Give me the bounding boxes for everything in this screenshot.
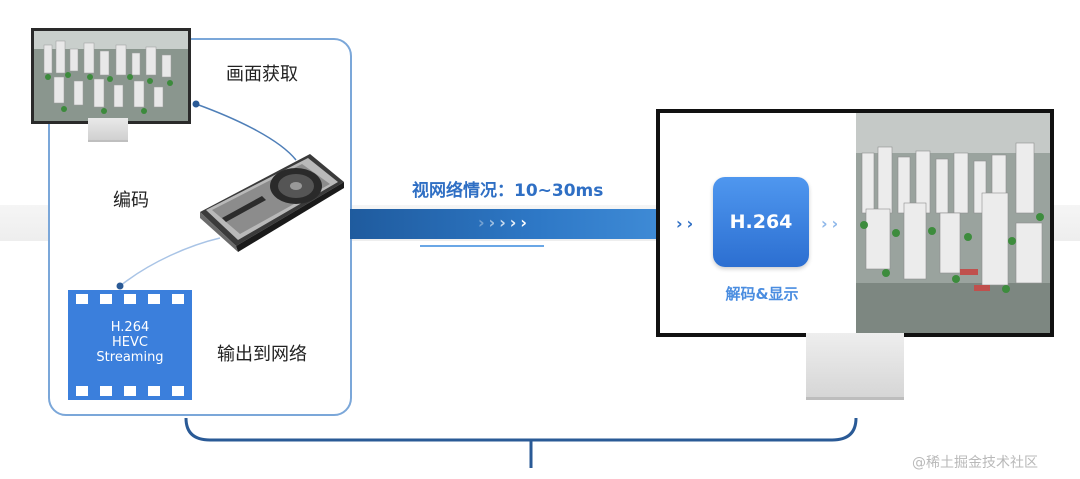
output-label: 输出到网络 [217, 344, 307, 365]
film-strip-icon [68, 290, 192, 400]
small-monitor-stand [88, 118, 128, 142]
large-monitor-stand [806, 333, 904, 400]
decode-out-arrows: › › [821, 214, 838, 233]
capture-dot [192, 100, 200, 108]
decode-display-caption: 解码&显示 [725, 285, 799, 303]
capture-connector [195, 103, 297, 161]
film-perforations [76, 294, 184, 396]
city-scene-thumbnail [34, 31, 188, 121]
bottom-bracket [184, 417, 858, 442]
capture-label: 画面获取 [226, 64, 298, 85]
graphics-card-icon [200, 154, 344, 252]
chevron-right-icon: › [488, 213, 496, 232]
latency-label: 视网络情况：10~30ms [412, 181, 604, 201]
stream-formats: H.264 HEVC Streaming [68, 320, 192, 365]
stream-arrows: › › › › › [478, 213, 527, 232]
chevron-right-icon: › [509, 213, 517, 232]
chevron-right-icon: › [831, 214, 839, 233]
format-hevc: HEVC [112, 335, 148, 350]
chevron-right-icon: › [499, 213, 506, 232]
encode-label: 编码 [113, 190, 149, 211]
chevron-right-icon: › [520, 213, 527, 232]
city-scene-display [856, 113, 1050, 333]
output-dot [116, 282, 124, 290]
decode-in-arrows: › › [676, 214, 693, 233]
decoder-codec-box: H.264 [713, 177, 809, 267]
chevron-right-icon: › [676, 214, 683, 233]
chevron-right-icon: › [478, 213, 485, 232]
chevron-right-icon: › [686, 214, 694, 233]
watermark: @稀土掘金技术社区 [912, 455, 1038, 471]
network-stream-bar [350, 209, 662, 239]
chevron-right-icon: › [821, 214, 828, 233]
format-h264: H.264 [110, 320, 150, 335]
format-streaming: Streaming [96, 350, 164, 365]
output-connector [119, 237, 221, 287]
